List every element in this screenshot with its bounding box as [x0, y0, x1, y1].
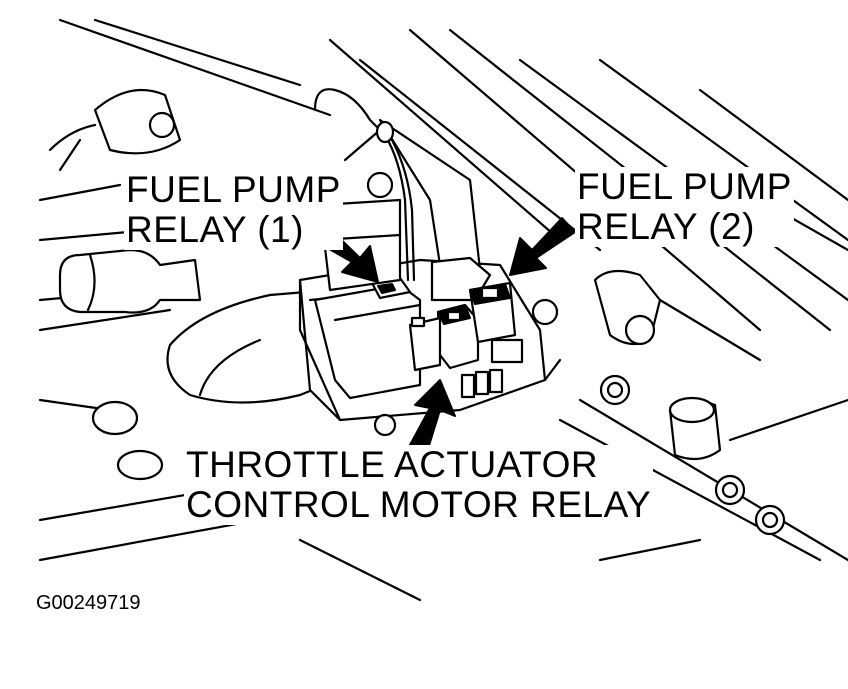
label-line: FUEL PUMP: [577, 166, 792, 207]
wire-harness: [313, 88, 416, 282]
right-bolts: [531, 298, 786, 536]
lower-left-ovals: [91, 400, 164, 481]
throttle-actuator-relay: [408, 303, 480, 372]
figure-id: G00249719: [36, 592, 141, 614]
label-line: RELAY (1): [126, 209, 304, 250]
fuel-pump-relay-2: [430, 256, 517, 344]
arrow-fuel-pump-relay-2: [509, 217, 576, 276]
fuel-pump-relay-1: [313, 276, 422, 400]
label-line: CONTROL MOTOR RELAY: [186, 484, 652, 525]
fuse-slots: [373, 338, 524, 437]
label-line: RELAY (2): [577, 206, 755, 247]
label-fuel-pump-relay-2: FUEL PUMP RELAY (2): [575, 167, 794, 247]
right-injector: [593, 269, 762, 362]
upper-left-hose: [48, 88, 182, 155]
label-line: FUEL PUMP: [126, 169, 341, 210]
lower-right-cylinder: [668, 396, 722, 461]
label-line: THROTTLE ACTUATOR: [186, 444, 599, 485]
label-throttle-actuator-relay: THROTTLE ACTUATOR CONTROL MOTOR RELAY: [184, 444, 654, 525]
label-fuel-pump-relay-1: FUEL PUMP RELAY (1): [124, 170, 343, 250]
left-connector-bulb: [58, 248, 202, 314]
